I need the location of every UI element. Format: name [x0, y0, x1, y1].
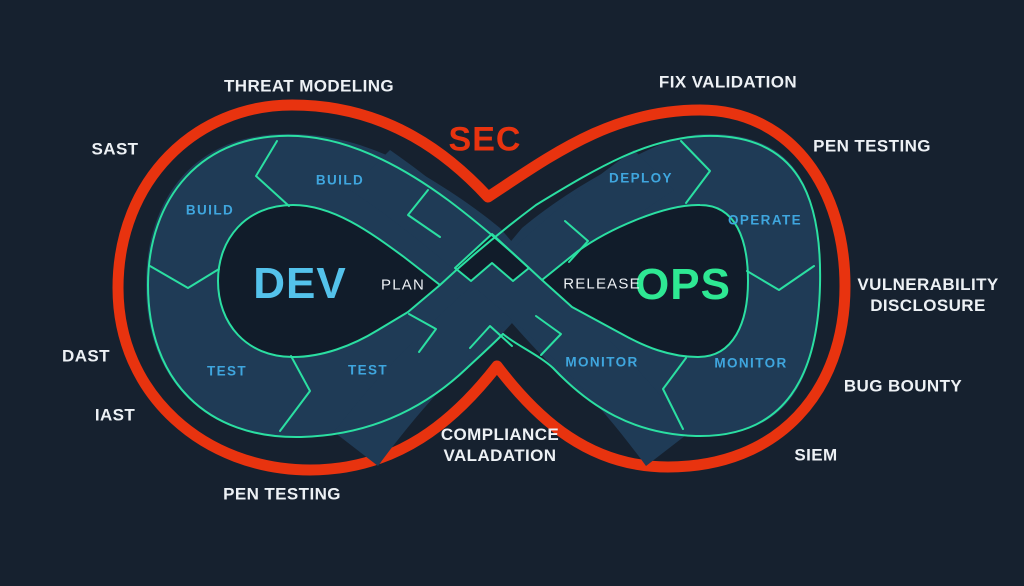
label-threat-modeling: THREAT MODELING — [223, 76, 395, 96]
divider-build-test-left — [149, 265, 220, 289]
stage-operate: OPERATE — [727, 212, 803, 228]
sec-loop-outline — [112, 99, 851, 476]
divider-monitor-band — [535, 315, 562, 356]
divider-test-band — [408, 313, 437, 353]
stage-release: RELEASE — [563, 275, 641, 293]
dev-title: DEV — [253, 259, 347, 308]
dev-loop-interior — [217, 204, 441, 358]
stage-test-left: TEST — [206, 363, 248, 379]
divider-deploy-operate — [680, 140, 711, 204]
label-vulnerability-disclosure: VULNERABILITY DISCLOSURE — [857, 274, 999, 315]
label-pen-testing-top-right: PEN TESTING — [813, 136, 931, 156]
divider-build-band — [407, 189, 441, 238]
divider-deploy-band — [564, 220, 589, 263]
divider-test-test — [279, 355, 311, 432]
divider-monitor-monitor — [662, 357, 687, 430]
stage-monitor-left: MONITOR — [565, 354, 639, 370]
stage-test-right: TEST — [347, 362, 389, 378]
stage-build-top: BUILD — [315, 172, 365, 188]
label-siem: SIEM — [794, 445, 838, 465]
ribbon-edge-ops-outer — [439, 134, 822, 438]
label-dast: DAST — [62, 346, 110, 366]
divider-operate-monitor — [746, 265, 815, 291]
label-fix-validation: FIX VALIDATION — [658, 72, 798, 92]
label-pen-testing-bottom-left: PEN TESTING — [223, 484, 341, 504]
stage-deploy: DEPLOY — [609, 170, 673, 186]
sec-title: SEC — [448, 120, 522, 159]
divider-band-a-end — [469, 325, 513, 349]
ribbon-edge-dev-outer — [146, 134, 543, 439]
descending-band-fill — [350, 150, 690, 466]
divider-build-build — [255, 140, 290, 207]
ops-loop-interior — [541, 203, 749, 358]
ops-title: OPS — [635, 260, 731, 309]
label-sast: SAST — [91, 139, 139, 159]
label-iast: IAST — [94, 405, 136, 425]
stage-build-left: BUILD — [185, 202, 235, 218]
label-bug-bounty: BUG BOUNTY — [843, 376, 963, 396]
label-compliance-valadation: COMPLIANCE VALADATION — [440, 424, 560, 465]
segment-dividers — [149, 140, 815, 432]
stage-monitor-right: MONITOR — [714, 355, 788, 371]
stage-plan: PLAN — [381, 276, 425, 294]
